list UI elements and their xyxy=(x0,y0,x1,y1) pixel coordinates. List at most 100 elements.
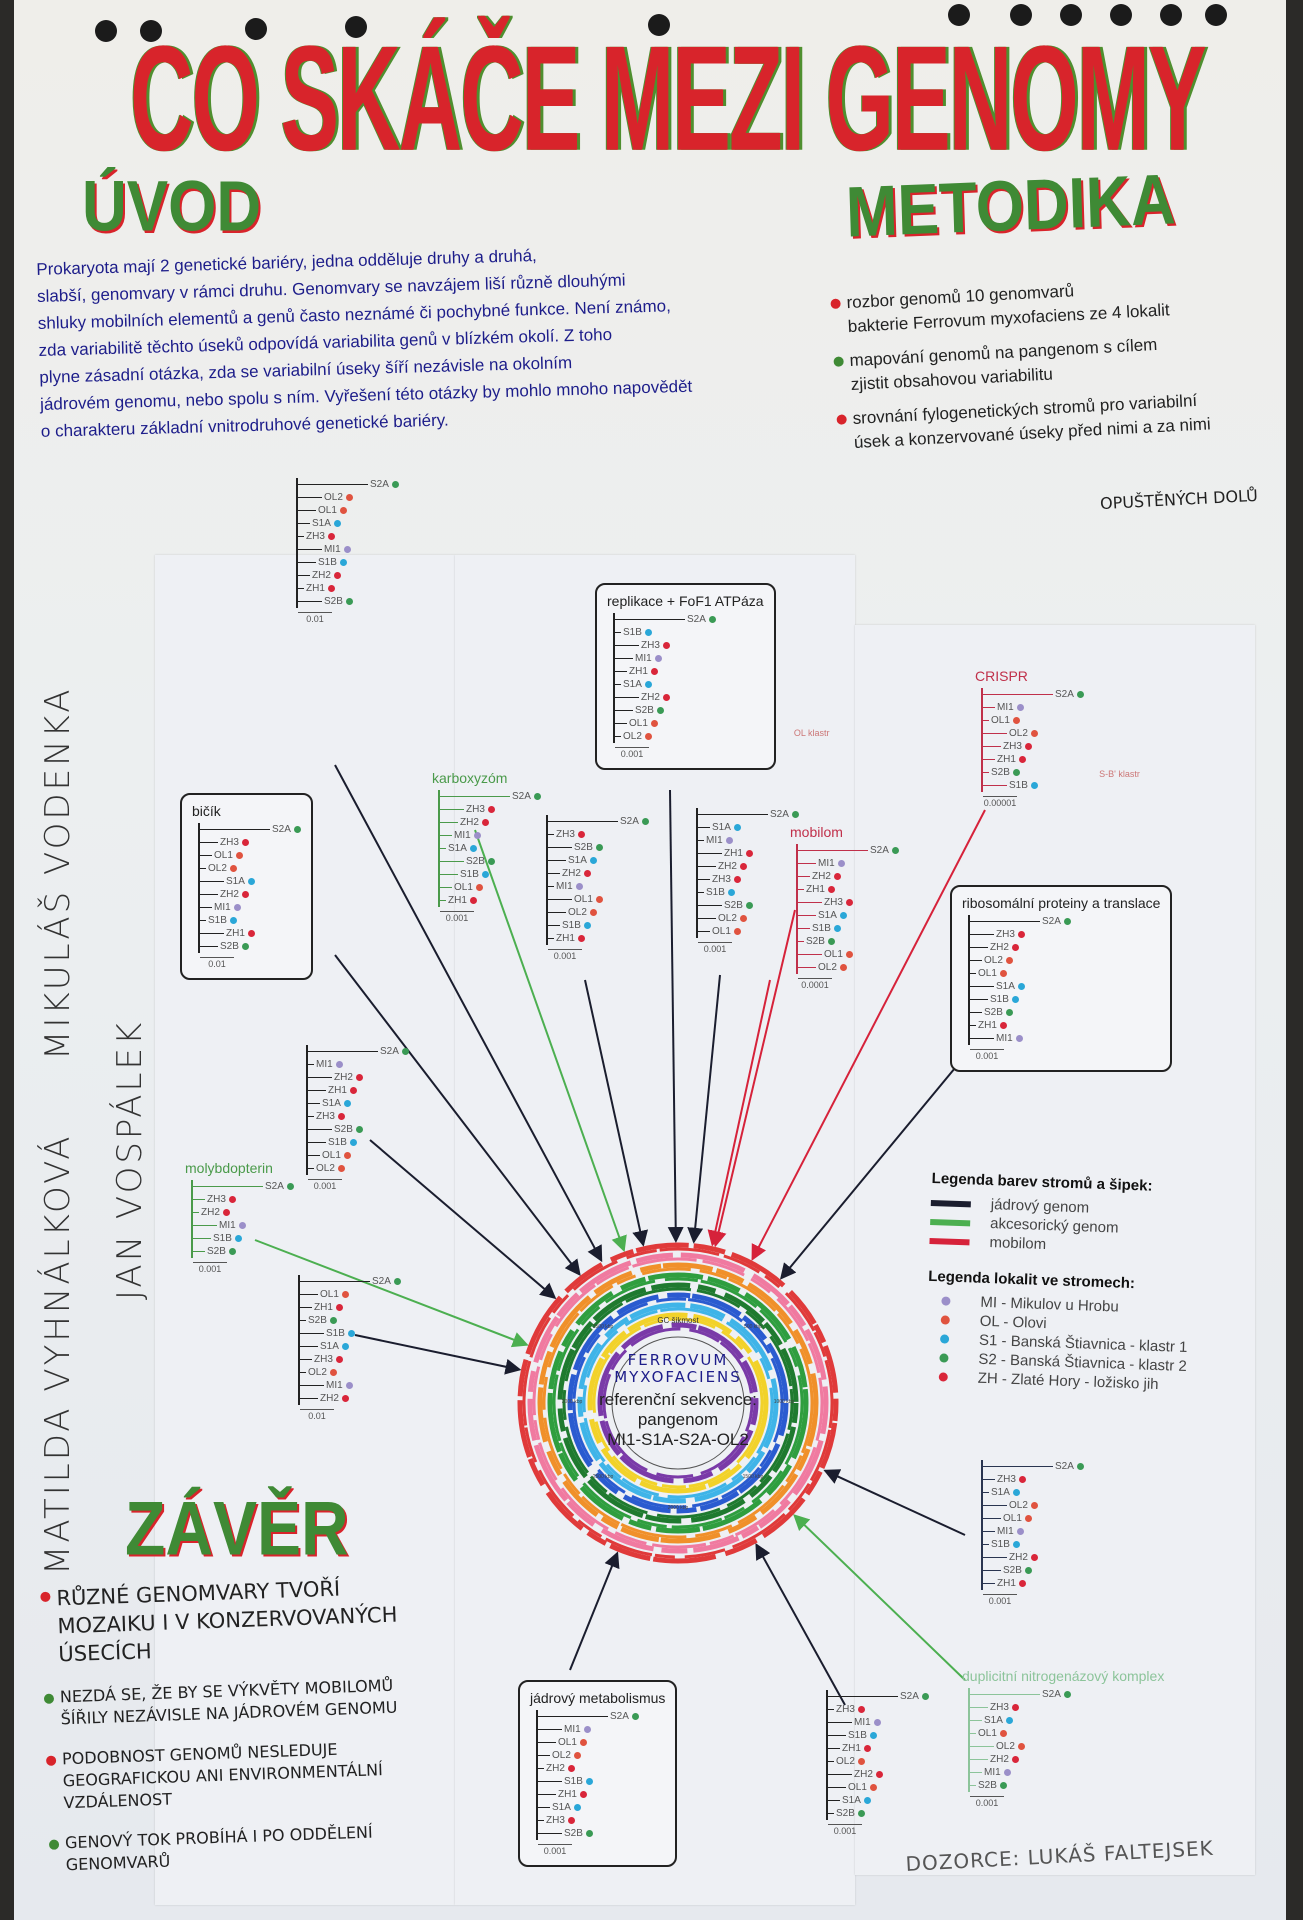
genome-ring xyxy=(587,1312,769,1494)
site-dot-icon xyxy=(473,832,481,839)
tree-leaf: ZH1 xyxy=(298,582,399,595)
tree-leaf: ZH2 xyxy=(440,816,541,829)
punch-hole xyxy=(648,14,670,36)
branch-line xyxy=(970,1024,976,1027)
tree-leaf: S1B xyxy=(983,779,1084,792)
site-dot-icon xyxy=(1011,944,1019,951)
branch-line xyxy=(615,670,627,673)
leaf-label: ZH2 xyxy=(312,570,331,581)
branch-line xyxy=(298,548,322,551)
tree-leaf: S2B xyxy=(300,1314,401,1327)
branch-line xyxy=(200,880,224,883)
site-dot-icon xyxy=(650,720,658,727)
site-dot-icon xyxy=(1030,730,1038,737)
site-dot-icon xyxy=(999,1730,1007,1737)
leaf-label: S1A xyxy=(712,822,731,833)
site-dot-icon xyxy=(355,1126,363,1133)
site-dot-icon xyxy=(241,891,249,898)
tree-leaf: MI1 xyxy=(548,880,649,893)
leaf-label: OL1 xyxy=(320,1289,339,1300)
leaf-label: MI1 xyxy=(219,1220,236,1231)
branch-line xyxy=(698,865,716,868)
scale-bar: 0.001 xyxy=(308,1179,342,1191)
leaf-label: MI1 xyxy=(564,1724,581,1735)
site-dot-icon xyxy=(343,1152,351,1159)
site-dot-icon xyxy=(229,865,237,872)
tree-title: duplicitní nitrogenázový komplex xyxy=(962,1668,1165,1684)
leaf-label: S2A xyxy=(687,614,706,625)
site-dot-icon xyxy=(839,964,847,971)
site-dot-icon xyxy=(733,824,741,831)
branch-line xyxy=(798,875,810,878)
leaf-label: S1A xyxy=(552,1802,571,1813)
tree-leaf: ZH2 xyxy=(548,867,649,880)
tree-leaf: ZH3 xyxy=(440,803,541,816)
tree-leaf: ZH2 xyxy=(300,1392,401,1405)
site-dot-icon xyxy=(329,1369,337,1376)
scale-bar: 0.001 xyxy=(193,1262,227,1274)
leaf-label: S2A xyxy=(272,824,291,835)
leaf-label: OL1 xyxy=(978,968,997,979)
tree-leaf: OL1 xyxy=(615,717,764,730)
leaf-label: ZH2 xyxy=(854,1769,873,1780)
genome-ring xyxy=(602,1327,754,1479)
branch-line xyxy=(300,1371,306,1374)
site-dot-icon xyxy=(662,642,670,649)
ref-line: pangenom xyxy=(637,1410,719,1429)
tree-leaf: ZH2 xyxy=(698,860,799,873)
tree-leaf: MI1 xyxy=(298,543,399,556)
branch-line xyxy=(200,854,212,857)
kbp-tick-label: 2000 kbp xyxy=(668,1505,689,1511)
tree-leaf: S2A xyxy=(548,815,649,828)
site-dot-icon xyxy=(573,1752,581,1759)
site-dot-icon xyxy=(845,899,853,906)
tree-leaf: OL1 xyxy=(548,893,649,906)
tree-leaf: ZH2 xyxy=(983,1551,1084,1564)
branch-line xyxy=(308,1102,320,1105)
tree-leaf: MI1 xyxy=(798,857,899,870)
leaf-label: OL2 xyxy=(984,955,1003,966)
site-dot-icon xyxy=(869,1732,877,1739)
genome-ring xyxy=(542,1267,814,1539)
leaf-label: ZH3 xyxy=(824,897,843,908)
branch-line xyxy=(983,1465,1053,1468)
legend-dot-icon xyxy=(940,1315,950,1325)
site-dot-icon xyxy=(355,1074,363,1081)
leaf-label: OL1 xyxy=(712,926,731,937)
branch-line xyxy=(298,535,304,538)
tree-leaf: S1B xyxy=(300,1327,401,1340)
branch-line xyxy=(308,1115,314,1118)
site-dot-icon xyxy=(567,1765,575,1772)
site-dot-icon xyxy=(1030,1502,1038,1509)
ref-line: MI1-S1A-S2A-OL2 xyxy=(607,1430,749,1449)
tree-leaf: OL1 xyxy=(798,948,899,961)
branch-line xyxy=(828,1812,834,1815)
punch-hole xyxy=(345,16,367,38)
leaf-label: S2A xyxy=(770,809,789,820)
tree-leaf: OL1 xyxy=(983,1512,1084,1525)
tree-leaf: OL2 xyxy=(548,906,649,919)
genome-ring xyxy=(537,1262,819,1544)
legend-dot-icon xyxy=(939,1353,949,1363)
site-dot-icon xyxy=(1012,769,1020,776)
branch-line xyxy=(300,1345,318,1348)
site-dot-icon xyxy=(335,1061,343,1068)
leaf-label: S1A xyxy=(322,1098,341,1109)
branch-line xyxy=(698,891,704,894)
tree-leaf: S2B xyxy=(308,1123,409,1136)
leaf-label: S2B xyxy=(324,596,343,607)
tree-leaf: S2B xyxy=(798,935,899,948)
leaf-label: OL1 xyxy=(978,1728,997,1739)
leaf-label: OL2 xyxy=(552,1750,571,1761)
arrow xyxy=(354,1334,522,1375)
legend-label: mobilom xyxy=(989,1234,1047,1254)
branch-line xyxy=(538,1819,544,1822)
leaf-label: ZH3 xyxy=(306,531,325,542)
branch-line xyxy=(300,1384,324,1387)
leaf-label: S2B xyxy=(220,941,239,952)
